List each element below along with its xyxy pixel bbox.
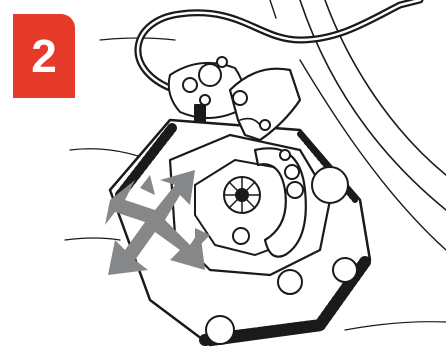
bubble (260, 120, 270, 130)
bubble (287, 182, 303, 198)
impeller-spokes (224, 177, 260, 213)
pool-edge-line (325, 0, 446, 175)
step-number-badge: 2 (13, 14, 75, 98)
bubble (200, 95, 210, 105)
bubble (183, 78, 197, 92)
callout-line (65, 238, 120, 240)
wheel (333, 258, 357, 282)
bubble (280, 150, 290, 160)
bubble (233, 91, 247, 105)
bubble (233, 228, 249, 244)
bubble (312, 167, 348, 203)
wheel (278, 270, 302, 294)
wheel (206, 316, 234, 344)
callout-line (345, 322, 446, 330)
bubble (199, 64, 221, 86)
bubble (285, 165, 299, 179)
step-number: 2 (31, 33, 57, 79)
arrow-label: 2 (148, 246, 158, 266)
bubble (217, 57, 227, 67)
pool-edge-line (270, 0, 276, 18)
